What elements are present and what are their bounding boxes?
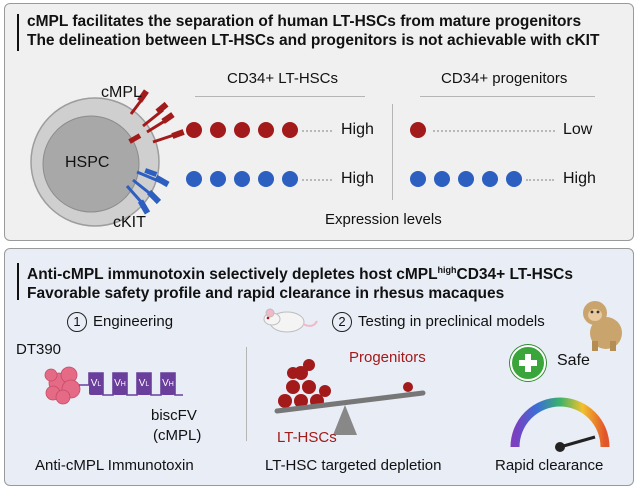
col-progenitors-rule [420, 96, 595, 97]
plus-icon [510, 345, 546, 381]
step-number: 2 [332, 312, 352, 332]
headline-bar [17, 263, 19, 300]
expression-headline: cMPL facilitates the separation of human… [17, 12, 600, 51]
vl-domain: VL [137, 373, 151, 395]
step-engineering: 1 Engineering [67, 312, 173, 332]
lt-ckit-dot [282, 171, 298, 187]
lt-cmpl-dot [258, 122, 274, 138]
step-label: Testing in preclinical models [358, 312, 545, 330]
section-divider [246, 347, 247, 441]
lt-cmpl-dot [210, 122, 226, 138]
col-progenitors-header: CD34+ progenitors [441, 70, 568, 87]
lt-ckit-dot [186, 171, 202, 187]
col-lt-hsc-rule [195, 96, 365, 97]
step-label: Engineering [93, 312, 174, 330]
immunotoxin-panel: Anti-cMPL immunotoxin selectively deplet… [4, 248, 634, 486]
prog-cmpl-dot [410, 122, 426, 138]
lt-ckit-dot [234, 171, 250, 187]
progenitors-label: Progenitors [349, 349, 426, 366]
caption-immunotoxin: Anti-cMPL Immunotoxin [35, 457, 194, 474]
prog-ckit-dash [526, 179, 554, 181]
prog-ckit-level: High [563, 170, 596, 187]
macaque-icon [583, 301, 622, 351]
headline-bar [17, 14, 19, 51]
col-lt-hsc-header: CD34+ LT-HSCs [227, 70, 339, 87]
step-testing: 2 Testing in preclinical models [332, 312, 545, 332]
hspc-label: HSPC [65, 154, 110, 171]
dt390-label: DT390 [16, 341, 62, 358]
vh-domain: VH [113, 373, 127, 395]
lt-cmpl-level: High [341, 121, 374, 138]
lt-cmpl-dash [302, 130, 332, 132]
hspc-cell-icon [30, 89, 185, 227]
lt-cmpl-dot [282, 122, 298, 138]
prog-ckit-dot [410, 171, 426, 187]
prog-ckit-dot [434, 171, 450, 187]
cmpl-label: cMPL [101, 84, 142, 101]
biscfv-target: (cMPL) [153, 427, 202, 444]
lt-ckit-dot [258, 171, 274, 187]
headline-line-1: Anti-cMPL immunotoxin selectively deplet… [27, 265, 573, 283]
biscfv-label: biscFV [151, 407, 197, 424]
prog-cmpl-dash [433, 130, 555, 132]
caption-depletion: LT-HSC targeted depletion [265, 457, 442, 474]
mouse-icon [263, 308, 318, 333]
headline-line-1: cMPL facilitates the separation of human… [27, 13, 582, 30]
safe-label: Safe [557, 352, 590, 369]
lt-cmpl-dot [234, 122, 250, 138]
step-number: 1 [67, 312, 87, 332]
lt-hsc-label: LT-HSCs [277, 429, 337, 446]
headline-line-2: Favorable safety profile and rapid clear… [27, 285, 505, 302]
lt-ckit-level: High [341, 170, 374, 187]
gauge-icon [510, 397, 610, 452]
caption-clearance: Rapid clearance [495, 457, 604, 474]
vh-domain: VH [161, 373, 175, 395]
prog-ckit-dot [506, 171, 522, 187]
immunotoxin-headline: Anti-cMPL immunotoxin selectively deplet… [17, 261, 573, 303]
lt-ckit-dash [302, 179, 332, 181]
lt-cmpl-dot [186, 122, 202, 138]
lt-ckit-dot [210, 171, 226, 187]
ckit-label: cKIT [113, 214, 146, 231]
prog-cmpl-level: Low [563, 121, 593, 138]
prog-ckit-dot [458, 171, 474, 187]
headline-line-2: The delineation between LT-HSCs and prog… [27, 32, 600, 49]
expression-footer: Expression levels [325, 211, 442, 228]
column-divider [392, 104, 393, 200]
vl-domain: VL [89, 373, 103, 395]
expression-panel: cMPL facilitates the separation of human… [4, 3, 634, 241]
seesaw-icon [274, 359, 426, 435]
prog-ckit-dot [482, 171, 498, 187]
